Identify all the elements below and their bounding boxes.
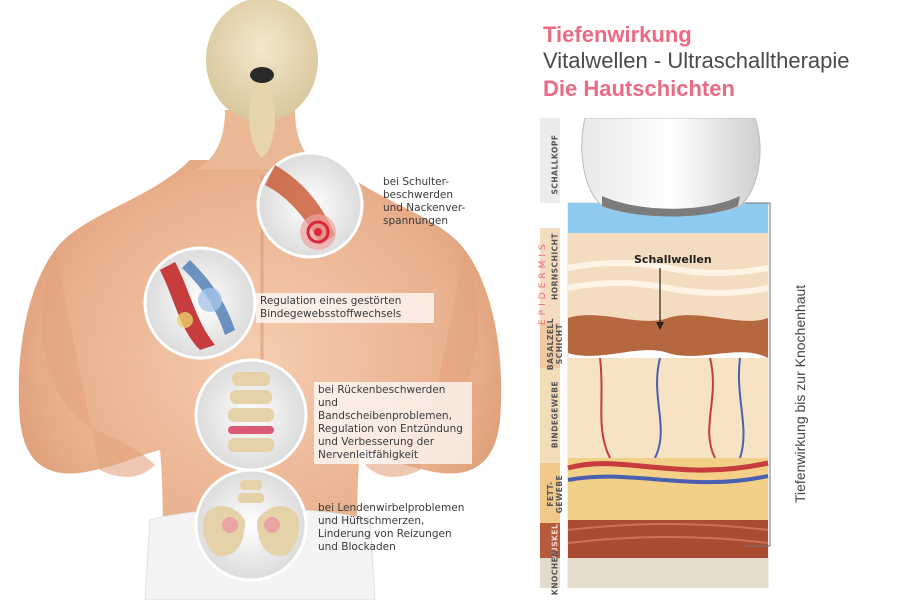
callout-lumbar: bei Lendenwirbelproblemen und Hüftschmer… xyxy=(318,502,465,553)
connective-layer xyxy=(568,358,768,458)
circle-shoulder xyxy=(256,151,364,259)
label-col-schallkopf xyxy=(540,118,560,203)
circle-pelvis xyxy=(194,468,308,582)
title-line2: Vitalwellen - Ultraschalltherapie xyxy=(543,48,850,73)
callout-shoulder: bei Schulter- beschwerden und Nackenver-… xyxy=(383,176,466,227)
depth-bracket xyxy=(745,202,771,547)
skin-layers-diagram xyxy=(540,118,771,588)
label-schallwellen: Schallwellen xyxy=(634,253,712,266)
circle-tissue xyxy=(143,246,257,360)
title-line1: Tiefenwirkung xyxy=(543,22,692,47)
label-fettgewebe: FETT- GEWEBE xyxy=(546,474,564,514)
label-schallkopf: SCHALLKOPF xyxy=(550,134,560,195)
callout-back: bei Rückenbeschwerden und Bandscheibenpr… xyxy=(314,382,472,464)
circle-spine xyxy=(194,358,308,472)
label-bindegewebe: BINDEGEWEBE xyxy=(550,380,560,449)
label-basalzellschicht: BASALZELL SCHICHT xyxy=(546,317,564,371)
bone-layer xyxy=(568,558,768,588)
callout-metabolism: Regulation eines gestörten Bindegewebsst… xyxy=(256,293,434,323)
back-illustration xyxy=(18,0,502,600)
label-depth: Tiefenwirkung bis zur Knochenhaut xyxy=(792,284,808,503)
head-hair xyxy=(206,0,318,122)
basal-layer xyxy=(568,315,768,358)
left-arm xyxy=(42,250,155,477)
label-knochen: KNOCHEN xyxy=(550,549,560,596)
label-hornschicht: HORNSCHICHT xyxy=(550,232,560,301)
hair-tie xyxy=(250,67,274,83)
horn-layer xyxy=(568,233,768,323)
title-line3: Die Hautschichten xyxy=(543,76,735,101)
ponytail xyxy=(249,80,276,158)
